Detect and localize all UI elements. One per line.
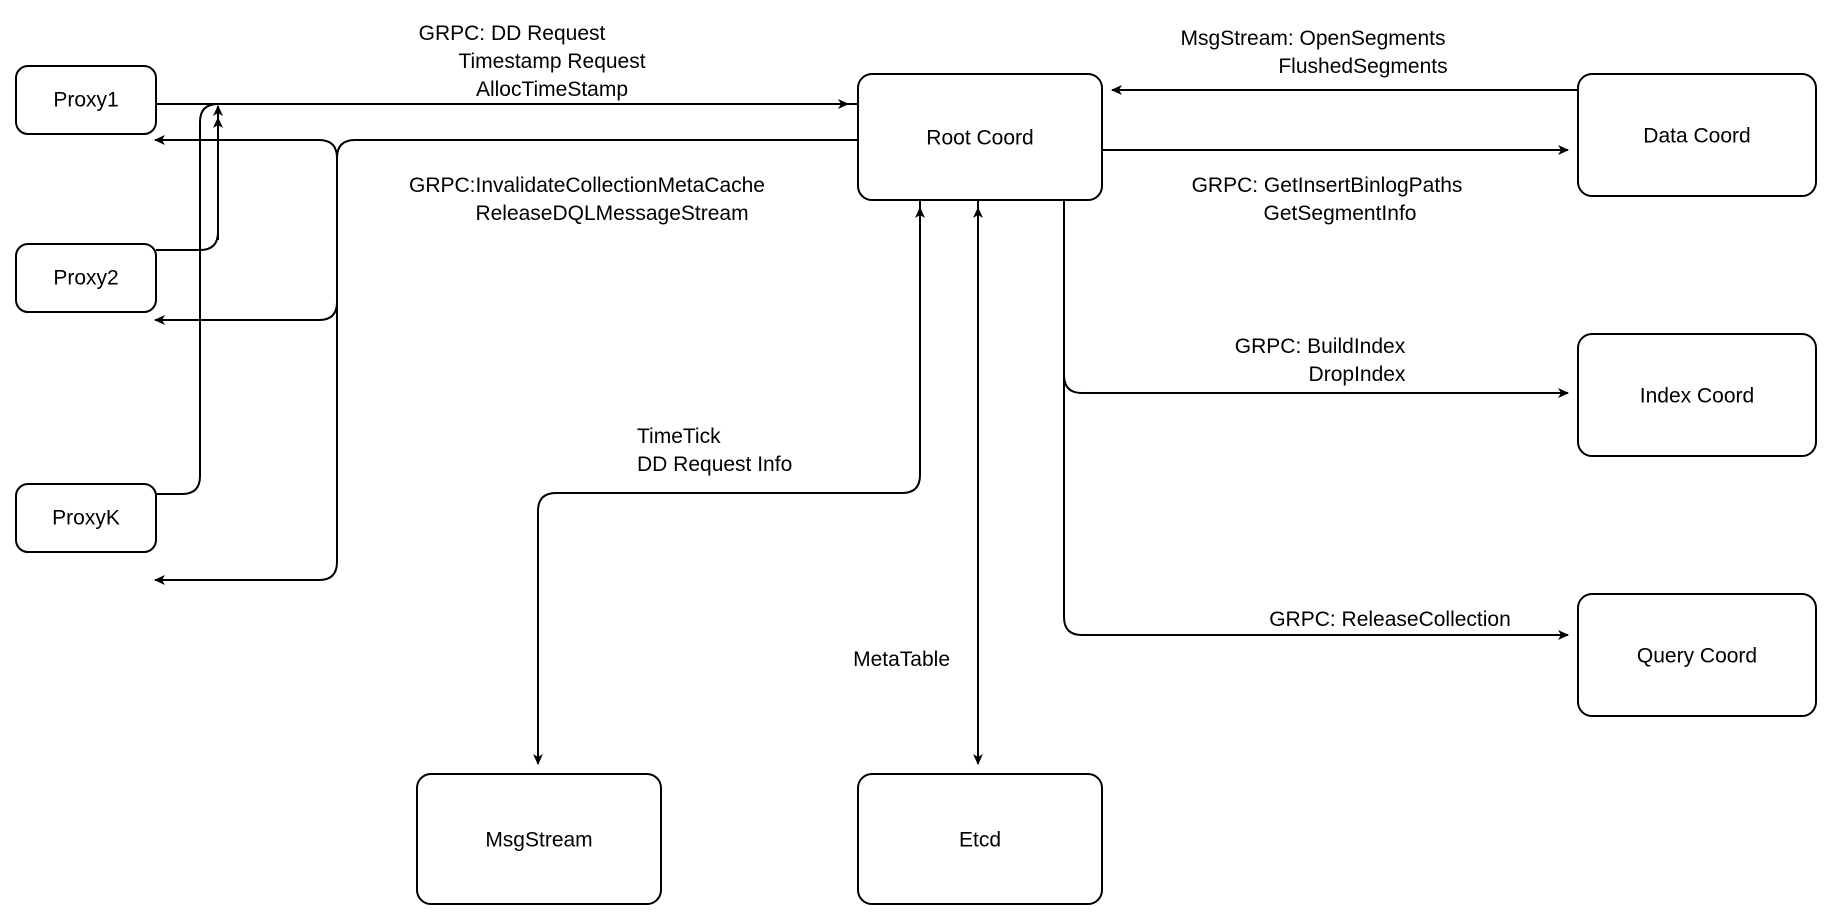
edge-proxyk-to-trunk	[156, 103, 219, 495]
node-rootcoord-rect[interactable]	[857, 73, 1103, 201]
node-rootcoord-label: Root Coord	[926, 127, 1033, 150]
node-etcd[interactable]: Etcd	[857, 773, 1103, 905]
edge-layer: > Root Coord (fan-in to vertical trunk x…	[154, 85, 1578, 765]
node-proxy1-rect[interactable]	[15, 65, 157, 135]
edge-label-datacoord-to-root-line1: MsgStream: OpenSegments	[1181, 27, 1446, 50]
edge-return-to-proxy1	[154, 135, 338, 159]
node-proxy2-rect[interactable]	[15, 243, 157, 313]
edge-proxy2-to-trunk	[156, 117, 223, 251]
node-proxy1-label: Proxy1	[53, 89, 118, 112]
node-etcd-label: Etcd	[959, 829, 1001, 852]
edge-rootcoord-to-proxies	[154, 135, 858, 585]
edge-label-root-to-indexcoord: GRPC: BuildIndex DropIndex	[1235, 335, 1406, 386]
node-layer: Proxy1 Proxy2 ProxyK Root Coord Data Coo…	[15, 65, 1817, 905]
node-rootcoord[interactable]: Root Coord	[857, 73, 1103, 201]
edge-rootcoord-to-querycoord-line	[1063, 200, 1569, 640]
edge-label-root-to-proxy-line1: GRPC:InvalidateCollectionMetaCache	[409, 174, 765, 197]
edge-label-datacoord-to-root: MsgStream: OpenSegments FlushedSegments	[1181, 27, 1448, 78]
node-proxyk-rect[interactable]	[15, 483, 157, 553]
edge-rootcoord-to-querycoord	[1063, 200, 1569, 640]
edge-label-root-to-datacoord-line2: GetSegmentInfo	[1264, 202, 1417, 225]
edge-label-root-to-etcd: MetaTable	[853, 648, 950, 671]
edge-label-proxy-to-root: GRPC: DD Request Timestamp Request Alloc…	[419, 22, 646, 101]
node-proxy2-label: Proxy2	[53, 267, 118, 290]
node-indexcoord[interactable]: Index Coord	[1577, 333, 1817, 457]
node-querycoord[interactable]: Query Coord	[1577, 593, 1817, 717]
edge-label-root-to-querycoord-line1: GRPC: ReleaseCollection	[1269, 608, 1511, 631]
edge-label-root-to-etcd-line1: MetaTable	[853, 648, 950, 671]
node-msgstream-rect[interactable]	[416, 773, 662, 905]
edge-return-to-proxy2	[154, 301, 338, 325]
node-etcd-rect[interactable]	[857, 773, 1103, 905]
edge-label-root-to-querycoord: GRPC: ReleaseCollection	[1269, 608, 1511, 631]
node-msgstream-label: MsgStream	[485, 829, 592, 852]
edge-rootcoord-to-msgstream-line	[533, 200, 921, 765]
edge-label-root-to-msgstream-line2: DD Request Info	[637, 453, 792, 476]
edge-label-root-to-datacoord-line1: GRPC: GetInsertBinlogPaths	[1192, 174, 1463, 197]
node-querycoord-label: Query Coord	[1637, 645, 1757, 668]
edge-label-proxy-to-root-line3: AllocTimeStamp	[476, 78, 628, 101]
node-proxy1[interactable]: Proxy1	[15, 65, 157, 135]
edge-label-proxy-to-root-line1: GRPC: DD Request	[419, 22, 606, 45]
node-indexcoord-label: Index Coord	[1640, 385, 1754, 408]
edge-label-root-to-msgstream: TimeTick DD Request Info	[637, 425, 792, 476]
edge-label-datacoord-to-root-line2: FlushedSegments	[1278, 55, 1447, 78]
edge-label-layer: GRPC: DD Request Timestamp Request Alloc…	[409, 22, 1511, 671]
node-querycoord-rect[interactable]	[1577, 593, 1817, 717]
edge-proxies-to-rootcoord	[156, 99, 858, 495]
node-proxy2[interactable]: Proxy2	[15, 243, 157, 313]
edge-label-root-to-proxy: GRPC:InvalidateCollectionMetaCache Relea…	[409, 174, 765, 225]
node-msgstream[interactable]: MsgStream	[416, 773, 662, 905]
edge-label-root-to-indexcoord-line2: DropIndex	[1309, 363, 1406, 386]
edge-rootcoord-return-bus	[154, 139, 858, 585]
node-datacoord[interactable]: Data Coord	[1577, 73, 1817, 197]
edge-label-root-to-indexcoord-line1: GRPC: BuildIndex	[1235, 335, 1406, 358]
edge-rootcoord-to-msgstream	[533, 200, 921, 765]
node-proxyk[interactable]: ProxyK	[15, 483, 157, 553]
node-datacoord-label: Data Coord	[1643, 125, 1750, 148]
node-datacoord-rect[interactable]	[1577, 73, 1817, 197]
node-indexcoord-rect[interactable]	[1577, 333, 1817, 457]
edge-label-root-to-proxy-line2: ReleaseDQLMessageStream	[475, 202, 748, 225]
edge-label-root-to-msgstream-line1: TimeTick	[637, 425, 721, 448]
edge-label-root-to-datacoord: GRPC: GetInsertBinlogPaths GetSegmentInf…	[1192, 174, 1463, 225]
edge-label-proxy-to-root-line2: Timestamp Request	[458, 50, 645, 73]
node-proxyk-label: ProxyK	[52, 507, 120, 530]
